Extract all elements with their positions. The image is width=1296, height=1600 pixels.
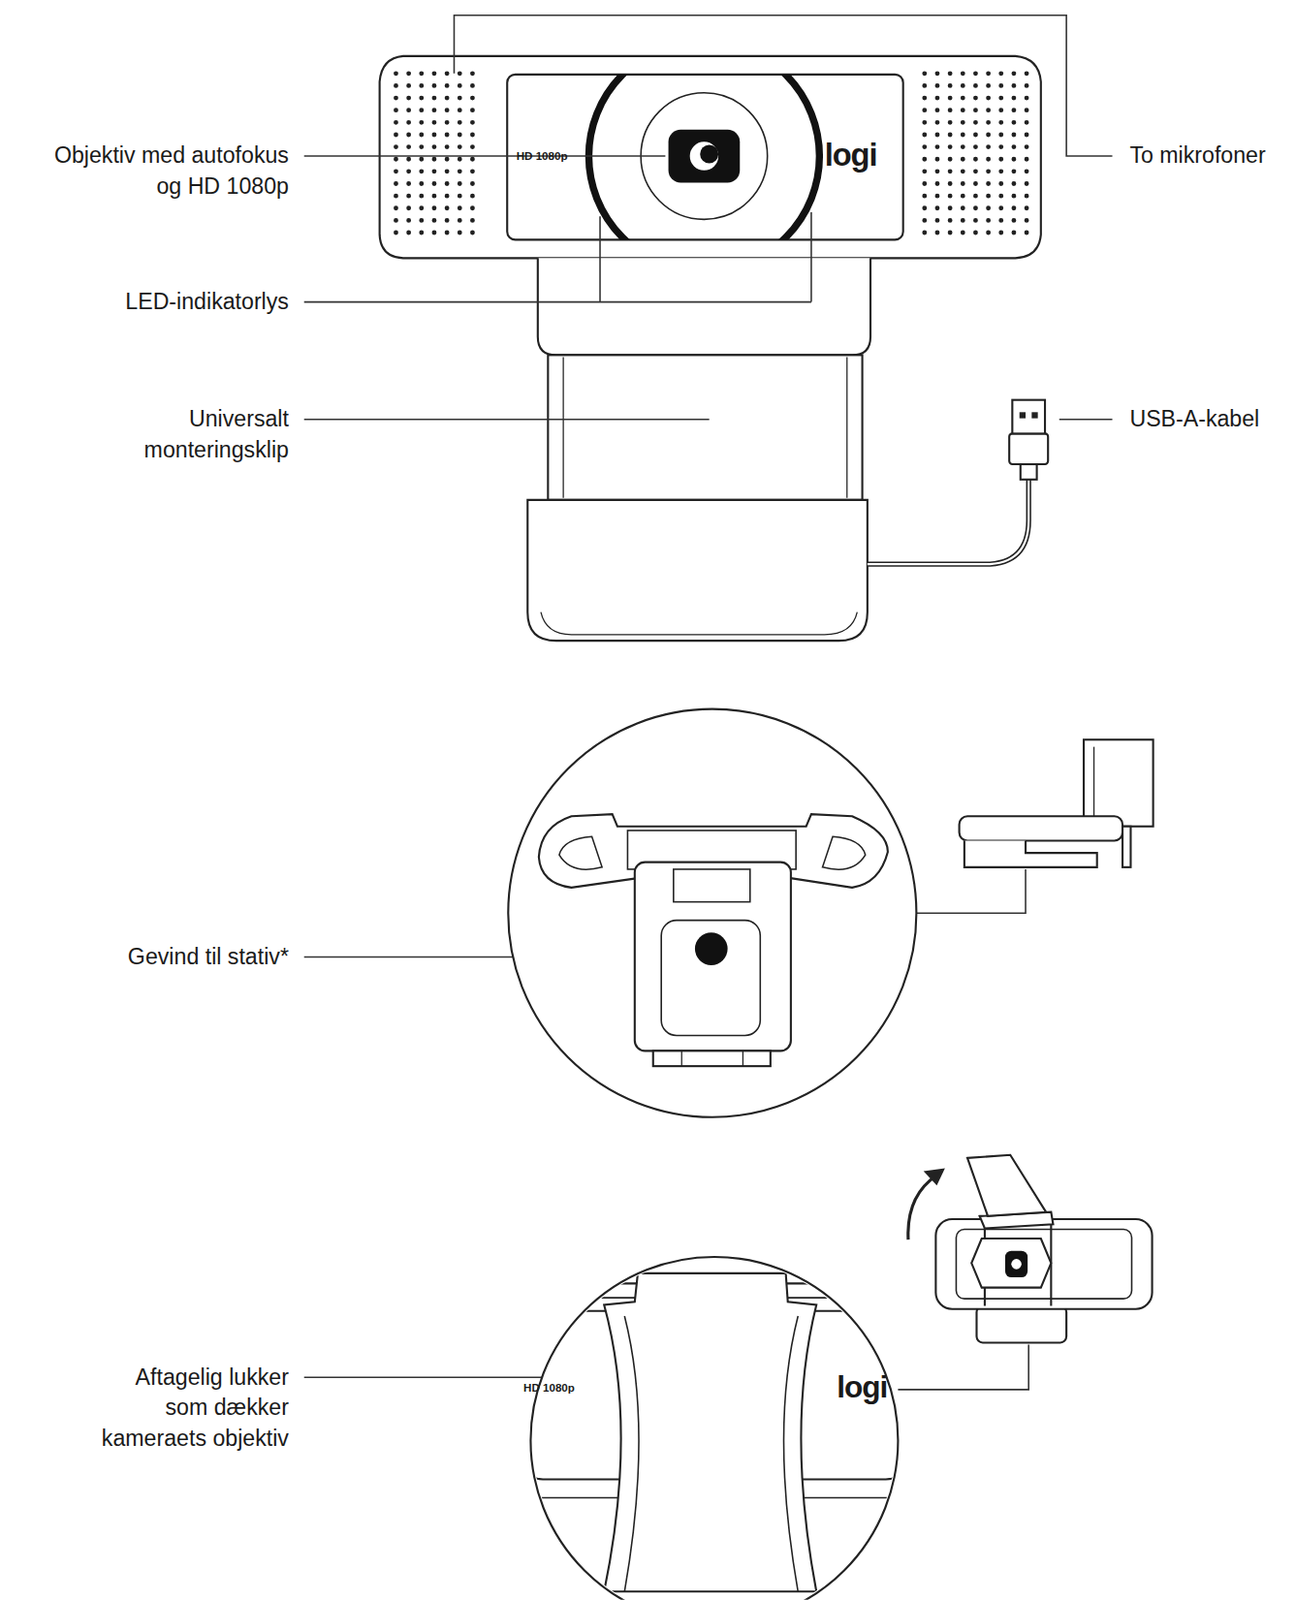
- callout-label: USB-A-kabel: [1129, 404, 1293, 436]
- side-clip-arm: [964, 840, 1098, 867]
- microphone-grille: [393, 70, 475, 235]
- inset-lens: [1005, 1251, 1028, 1278]
- brand-logo: logi: [824, 134, 897, 176]
- usb-cable: [867, 479, 1029, 565]
- leader-line: [1059, 418, 1113, 421]
- callout-label: LED-indikatorlys: [84, 286, 289, 318]
- clip-edge: [562, 356, 564, 498]
- side-clip-plate: [959, 816, 1123, 841]
- lens-glass: [690, 141, 719, 170]
- clip-tab-line: [681, 1050, 683, 1067]
- usb-cable: [867, 479, 1029, 565]
- shutter-edge: [624, 1316, 639, 1592]
- clip-recess: [661, 920, 760, 1037]
- camera-front: [379, 40, 1049, 641]
- side-camera-edge: [1093, 747, 1095, 822]
- side-camera: [1083, 739, 1154, 826]
- open-arrow: [908, 1175, 938, 1240]
- clip-notch: [673, 869, 751, 903]
- shutter-edge: [784, 1316, 799, 1592]
- tripod-thread: [695, 932, 728, 966]
- usb-plug: [1009, 433, 1048, 465]
- microphone-grilles: [393, 70, 1029, 235]
- callout-label: Objektiv med autofokus og HD 1080p: [38, 140, 289, 202]
- clip-foot: [634, 862, 791, 1052]
- model-marking: HD 1080p: [523, 1380, 598, 1396]
- mount-clip: [547, 354, 862, 500]
- clip-tab: [653, 1050, 771, 1067]
- microphone-grille: [921, 70, 1029, 235]
- inset-lens-ring: [971, 1238, 1051, 1289]
- side-clip-leg: [1122, 826, 1131, 868]
- lens: [668, 129, 741, 184]
- model-marking: HD 1080p: [516, 149, 591, 165]
- leader-line: [304, 155, 666, 158]
- lens-glass: [699, 144, 719, 163]
- clip-wing-hole: [559, 836, 602, 870]
- lens-shutter: [603, 1273, 817, 1592]
- leader-line: [810, 212, 813, 303]
- camera-neck: [537, 257, 871, 355]
- clip-edge: [846, 356, 848, 498]
- usb-tip: [1011, 400, 1045, 435]
- leader-line: [304, 418, 710, 421]
- usb-hole: [1031, 411, 1038, 418]
- leader-lines: [304, 15, 1113, 1391]
- callout-label: To mikrofoner: [1129, 140, 1296, 172]
- brand-logo: logi: [836, 1367, 909, 1409]
- inset-lens-glass: [1011, 1259, 1022, 1270]
- leader-line: [916, 869, 1026, 914]
- leader-line: [599, 216, 601, 302]
- mount-base: [527, 500, 868, 641]
- clip-wing-hole: [822, 836, 866, 870]
- inset-neck: [976, 1306, 1067, 1344]
- inset-panel: [955, 1230, 1132, 1300]
- inset-camera: [935, 1219, 1152, 1310]
- inset-shutter-flap: [967, 1155, 1046, 1217]
- callout-label: Gevind til stativ*: [23, 942, 289, 974]
- callout-label: Universalt monteringsklip: [84, 404, 289, 466]
- shutter-detail: [509, 1155, 1152, 1600]
- front-panel: [506, 74, 903, 241]
- led-ring: [588, 74, 820, 241]
- camera-body: [379, 56, 1042, 258]
- usb-hole: [1019, 411, 1026, 418]
- detail-circle: [507, 709, 917, 1118]
- leader-line: [897, 1345, 1029, 1391]
- open-arrow-head: [923, 1168, 946, 1186]
- tripod-detail: [507, 709, 1153, 1118]
- detail-circle: [530, 1257, 898, 1600]
- usb-strain-relief: [1020, 464, 1038, 480]
- callout-label: Aftagelig lukker som dækker kameraets ob…: [94, 1361, 289, 1455]
- base-edge: [540, 612, 857, 635]
- leader-line: [304, 301, 812, 304]
- clip-tab-line: [742, 1050, 744, 1067]
